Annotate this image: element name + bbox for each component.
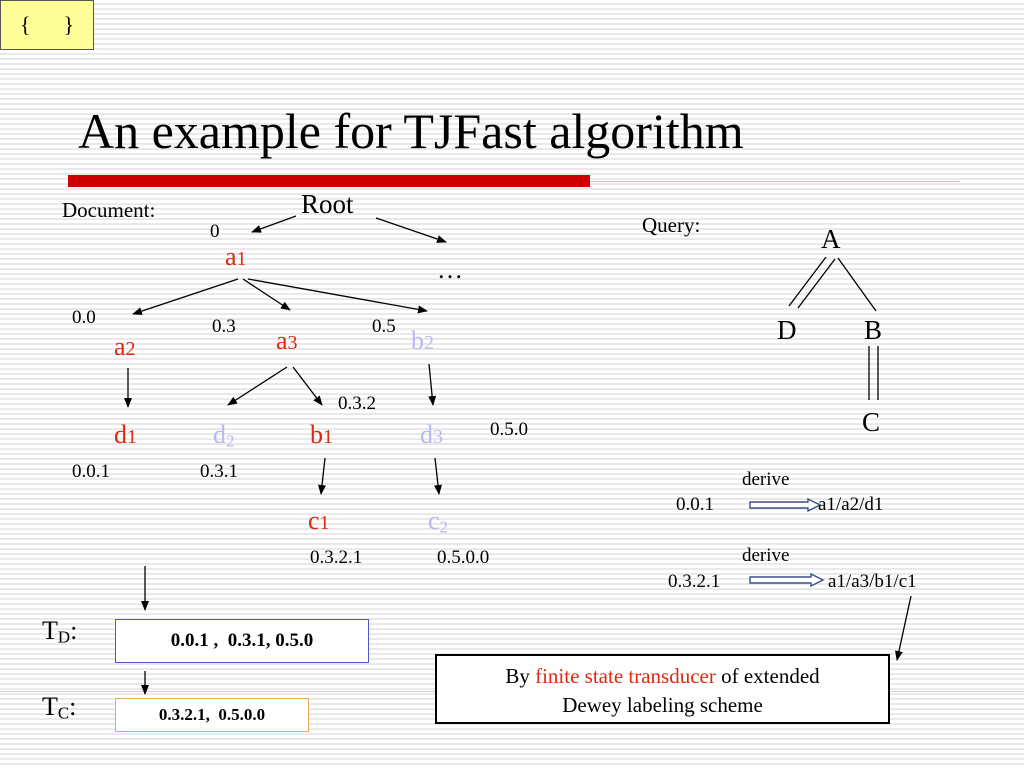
dewey-label-0.5.0.0: 0.5.0.0 xyxy=(437,547,490,568)
edge-a3-d2 xyxy=(227,366,288,406)
arrow-to-fst xyxy=(895,595,912,661)
node-d2: d2 xyxy=(213,420,235,451)
query-edge-A-B xyxy=(837,257,877,312)
td-stream-box: 0.0.1 , 0.3.1, 0.5.0 xyxy=(115,619,369,663)
derive-from-1: 0.0.1 xyxy=(676,494,714,515)
edge-d3-c2 xyxy=(434,457,442,495)
edge-b2-d3 xyxy=(428,363,437,406)
td-label: TD: xyxy=(42,616,78,647)
edge-b1-c1 xyxy=(318,457,326,495)
derive-arrow-1 xyxy=(749,497,822,513)
dewey-label-0.5: 0.5 xyxy=(372,316,396,337)
node-c2: c2 xyxy=(428,506,448,537)
edge-a1-b2 xyxy=(247,278,428,314)
fst-description-box: By finite state transducer of extended D… xyxy=(435,654,890,724)
fst-suffix: of extended xyxy=(715,664,820,688)
dewey-label-0.0.1: 0.0.1 xyxy=(72,461,110,482)
query-node-B: B xyxy=(864,315,883,345)
query-node-D: D xyxy=(777,315,797,345)
ellipsis: … xyxy=(437,255,463,284)
derive-to-2: a1/a3/b1/c1 xyxy=(828,571,917,592)
node-d3: d3 xyxy=(420,420,443,449)
edge-root-ellipsis xyxy=(375,217,447,243)
node-a3: a3 xyxy=(276,326,298,355)
query-edge-A-D-1 xyxy=(788,256,827,307)
title-underline-bar xyxy=(68,175,590,187)
query-edge-A-D-2 xyxy=(797,258,836,309)
node-b1: b1 xyxy=(310,420,333,449)
edge-root-a1 xyxy=(251,215,297,233)
node-a1: a1 xyxy=(225,242,247,271)
derive-arrow-2 xyxy=(749,572,825,588)
dewey-label-0: 0 xyxy=(210,221,220,242)
document-label: Document: xyxy=(62,198,156,222)
derive-label-1: derive xyxy=(742,469,790,490)
dewey-label-0.3.2: 0.3.2 xyxy=(338,393,376,414)
fst-prefix: By xyxy=(505,664,536,688)
node-c1: c1 xyxy=(308,506,330,535)
tc-stream-box: 0.3.2.1, 0.5.0.0 xyxy=(115,698,309,732)
dewey-label-0.3.2.1: 0.3.2.1 xyxy=(310,547,363,568)
derive-from-2: 0.3.2.1 xyxy=(668,571,721,592)
derive-to-1: a1/a2/d1 xyxy=(818,494,884,515)
fst-line2: Dewey labeling scheme xyxy=(562,693,763,718)
slide-title: An example for TJFast algorithm xyxy=(78,103,744,159)
title-underline-thin xyxy=(590,181,960,182)
edge-a1-a3 xyxy=(242,278,291,311)
node-a2: a2 xyxy=(114,332,136,361)
fst-highlight: finite state transducer xyxy=(535,664,716,688)
query-node-C: C xyxy=(862,407,881,437)
node-d1: d1 xyxy=(114,420,137,449)
dewey-label-0.5.0: 0.5.0 xyxy=(490,419,528,440)
tc-label: TC: xyxy=(42,692,77,723)
query-node-A: A xyxy=(821,224,841,254)
derive-label-2: derive xyxy=(742,545,790,566)
dewey-label-0.3: 0.3 xyxy=(212,316,236,337)
edge-a3-b1 xyxy=(292,366,323,406)
query-label: Query: xyxy=(642,213,701,237)
dewey-label-0.0: 0.0 xyxy=(72,307,96,328)
dewey-label-0.3.1: 0.3.1 xyxy=(200,461,238,482)
edge-a1-a2 xyxy=(132,278,239,315)
root-node: Root xyxy=(301,189,354,219)
brace-box: { } xyxy=(0,0,94,50)
node-b2: b2 xyxy=(411,326,434,355)
